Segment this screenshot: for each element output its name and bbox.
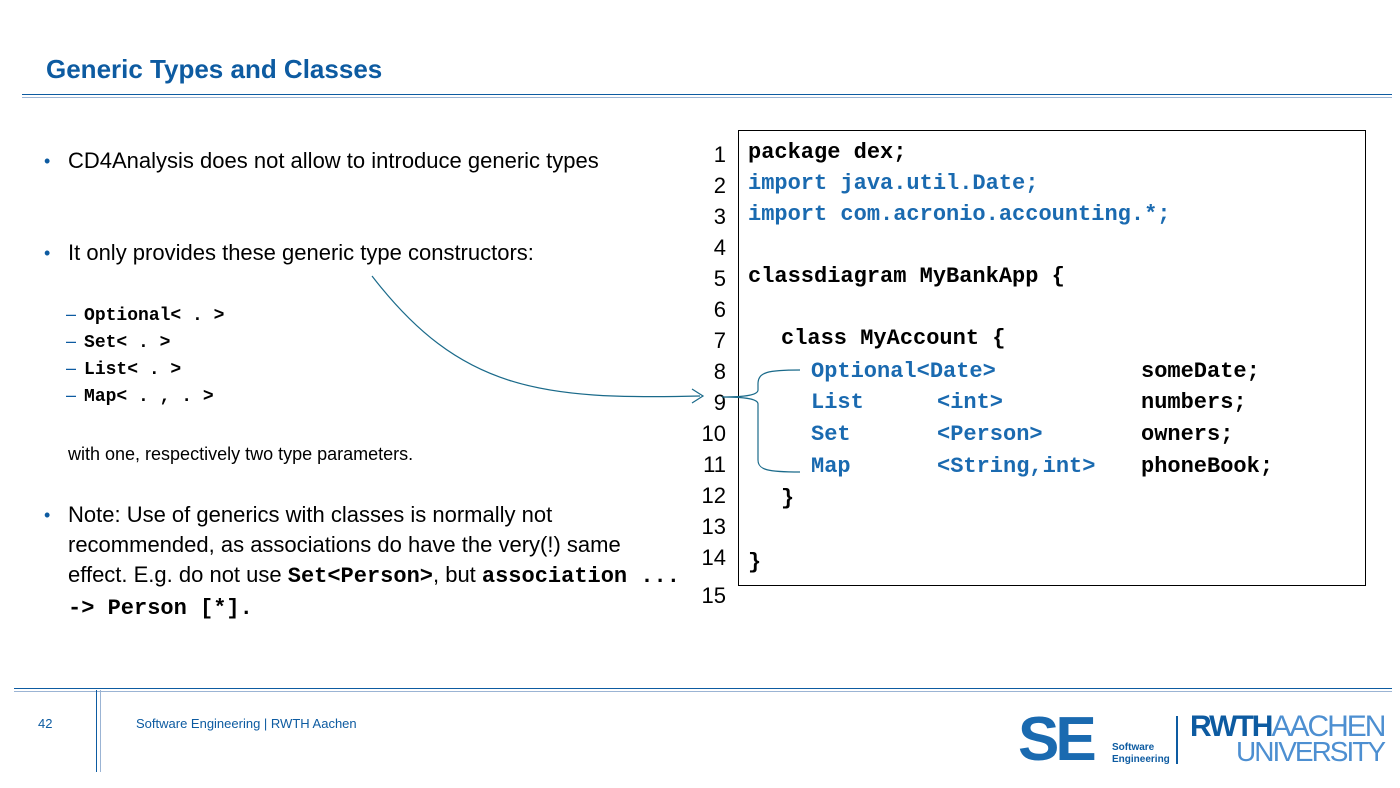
code-listing-box	[738, 130, 1366, 586]
footer-text: Software Engineering | RWTH Aachen	[136, 716, 357, 731]
line-number: 15	[701, 583, 726, 608]
line-number: 1	[713, 142, 726, 167]
footer-separator	[96, 690, 97, 772]
code-line-diagram-close: }	[748, 550, 762, 575]
code-attr-name: numbers;	[1141, 390, 1247, 415]
title-divider-light	[22, 97, 1392, 98]
code-line-class-close: }	[781, 486, 795, 511]
bullet-no-generic-types: • CD4Analysis does not allow to introduc…	[44, 146, 658, 176]
code-attr-name: owners;	[1141, 422, 1234, 447]
se-logo-subtitle: Software Engineering	[1112, 742, 1170, 765]
code-attr-type: Map	[811, 454, 851, 479]
line-number: 2	[713, 173, 726, 198]
line-number: 5	[713, 266, 726, 291]
logo-separator	[1176, 716, 1178, 764]
line-number: 8	[713, 359, 726, 384]
constructor-map: –Map< . , . >	[66, 385, 214, 407]
footer-divider-light	[14, 691, 1392, 692]
code-attr-type: List	[811, 390, 864, 415]
code-attr-name: someDate;	[1141, 359, 1260, 384]
code-inline-set-person: Set<Person>	[287, 564, 433, 589]
line-number: 7	[713, 328, 726, 353]
rwth-logo-top: RWTHAACHEN	[1190, 710, 1386, 743]
code-attr-type: Set	[811, 422, 851, 447]
footer-divider	[14, 688, 1392, 689]
code-inline-association: association ... -> Person [*].	[68, 564, 680, 621]
bullet-type-constructors: • It only provides these generic type co…	[44, 238, 668, 268]
code-attr-param: <String,int>	[937, 454, 1096, 479]
constructor-optional: –Optional< . >	[66, 304, 225, 326]
slide-title: Generic Types and Classes	[46, 54, 383, 84]
bullet-text: Note: Use of generics with classes is no…	[68, 502, 621, 587]
line-number: 10	[701, 421, 726, 446]
bracket-brace	[721, 369, 801, 473]
type-parameters-note: with one, respectively two type paramete…	[68, 444, 414, 464]
code-line-classdiagram: classdiagram MyBankApp {	[748, 264, 1065, 289]
code-line-class: class MyAccount {	[781, 326, 1006, 351]
page-number: 42	[38, 716, 53, 731]
bullet-text: It only provides these generic type cons…	[68, 240, 534, 265]
line-number: 6	[713, 297, 726, 322]
bullet-text: CD4Analysis does not allow to introduce …	[68, 148, 599, 173]
line-number: 12	[701, 483, 726, 508]
line-number: 3	[713, 204, 726, 229]
bullet-dot: •	[44, 243, 51, 263]
bullet-generics-note: • Note: Use of generics with classes is …	[44, 502, 680, 621]
bullet-dot: •	[44, 505, 51, 525]
constructor-list: –List< . >	[66, 358, 182, 380]
footer-separator-light	[100, 690, 101, 772]
code-line-package: package dex;	[748, 140, 907, 165]
constructor-set: –Set< . >	[66, 331, 171, 353]
line-number: 4	[713, 235, 726, 260]
curved-arrow	[371, 275, 701, 398]
code-attr-param: <int>	[937, 390, 1004, 415]
code-attr-param: <Person>	[937, 422, 1043, 447]
line-number: 14	[701, 545, 726, 570]
line-number: 9	[713, 390, 726, 415]
title-divider	[22, 94, 1392, 95]
code-line-import-accounting: import com.acronio.accounting.*;	[748, 202, 1171, 227]
rwth-logo-university: UNIVERSITY	[1236, 736, 1386, 767]
arrow-head	[691, 388, 705, 404]
line-number: 11	[703, 452, 726, 477]
code-attr-type: Optional<Date>	[811, 359, 996, 384]
bullet-dot: •	[44, 151, 51, 171]
code-attr-name: phoneBook;	[1141, 454, 1274, 479]
line-number: 13	[701, 514, 726, 539]
se-logo-mark: SE	[1018, 705, 1097, 774]
code-line-import-date: import java.util.Date;	[748, 171, 1039, 196]
